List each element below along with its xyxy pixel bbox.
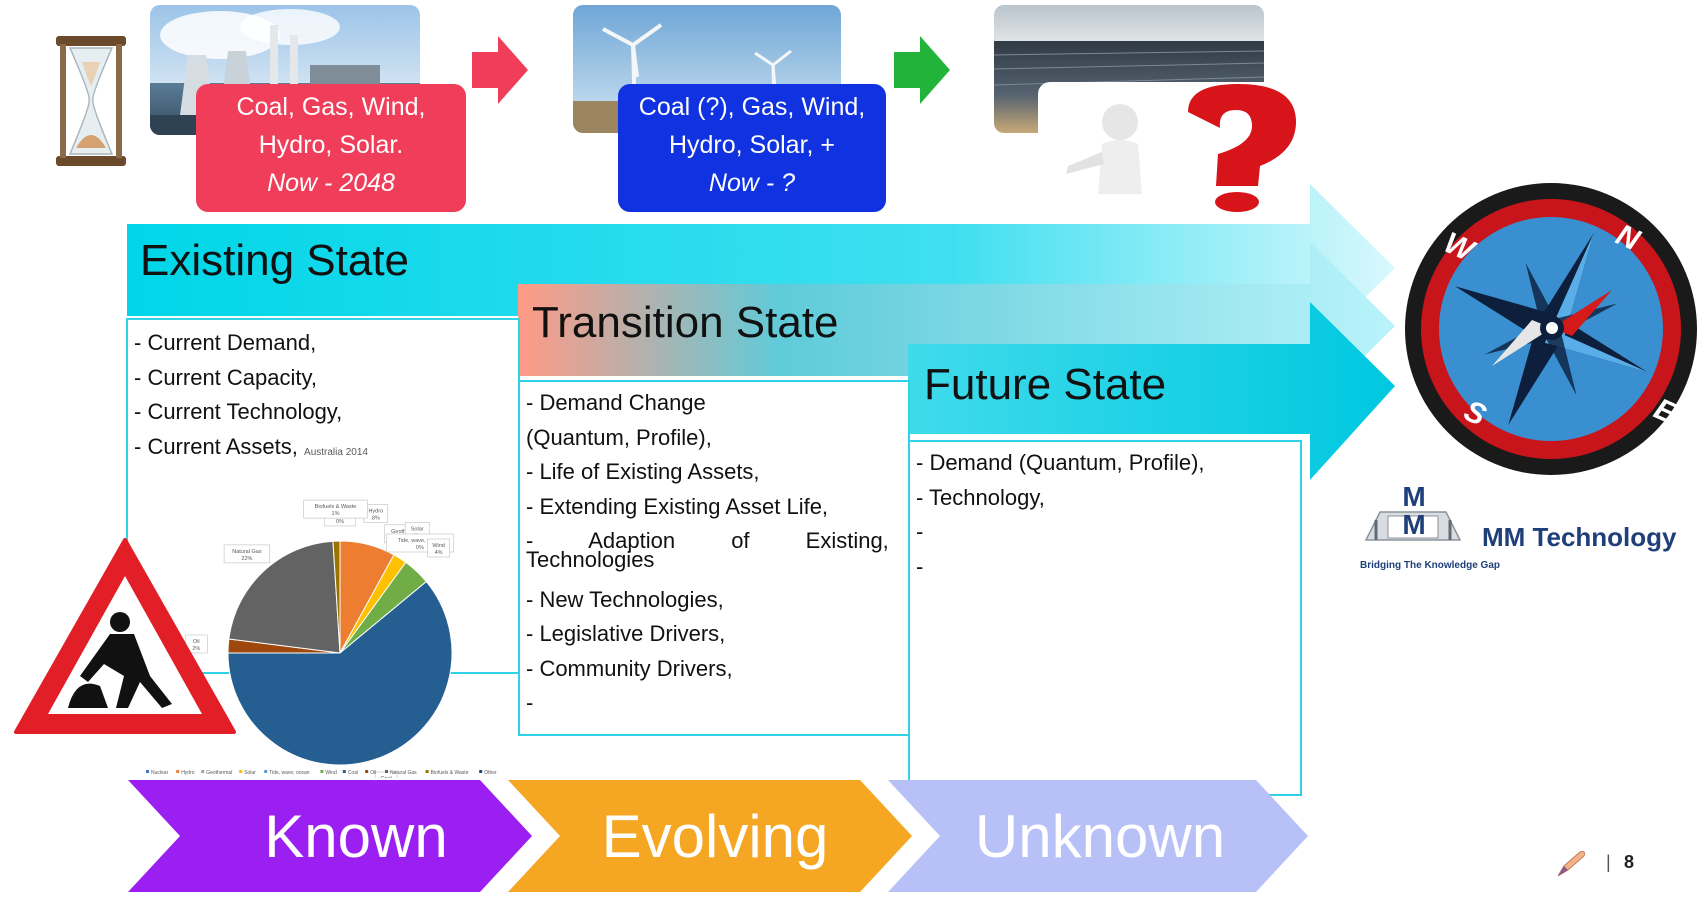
- svg-text:Natural Gas: Natural Gas: [390, 770, 417, 776]
- pie-slice: [227, 580, 453, 766]
- svg-text:Biofuels & Waste: Biofuels & Waste: [315, 504, 357, 510]
- legend-item: Biofuels & Waste: [425, 770, 469, 776]
- chevron-evolving: Evolving: [601, 802, 829, 870]
- list-item: -: [526, 690, 534, 715]
- list-item: - Life of Existing Assets,: [526, 459, 760, 484]
- svg-text:Tide, wave, ocean: Tide, wave, ocean: [269, 770, 310, 776]
- pen-icon: [1554, 848, 1588, 880]
- list-item: - New Technologies,: [526, 586, 724, 612]
- svg-text:22%: 22%: [241, 556, 252, 562]
- legend-item: Wind: [320, 770, 337, 776]
- logo-letter-top: M: [1402, 481, 1426, 512]
- list-item: - Current Demand,: [134, 330, 317, 355]
- arrow-right-icon: [894, 36, 950, 104]
- logo-letter-bottom: M: [1402, 509, 1426, 540]
- road-work-sign-icon: [12, 536, 238, 738]
- logo-name: MM Technology: [1482, 522, 1677, 552]
- svg-text:Oil: Oil: [370, 770, 376, 776]
- list-item: - Community Drivers,: [526, 655, 733, 681]
- logo-tagline: Bridging The Knowledge Gap: [1360, 560, 1500, 571]
- svg-text:Geothermal: Geothermal: [206, 770, 232, 776]
- list-item: - Current Assets,: [134, 433, 298, 459]
- future-state-title: Future State: [924, 360, 1167, 409]
- legend-item: Solar: [239, 770, 256, 776]
- list-item: (Quantum, Profile),: [526, 424, 712, 450]
- svg-text:8%: 8%: [372, 516, 380, 522]
- list-item: - Current Technology,: [134, 399, 343, 424]
- chevron-known: Known: [264, 802, 448, 870]
- question-mark-figure-icon: [1038, 82, 1298, 214]
- transition-state-box: - Demand Change (Quantum, Profile), - Li…: [518, 380, 910, 736]
- svg-text:Natural Gas: Natural Gas: [232, 549, 262, 555]
- pie-chart: Australia 2014 Nuclear0%Hydro8%Geotherma…: [140, 438, 530, 791]
- svg-text:0%: 0%: [336, 519, 344, 525]
- list-item: -: [916, 519, 924, 544]
- svg-text:Hydro: Hydro: [181, 770, 195, 776]
- svg-text:4%: 4%: [435, 550, 443, 556]
- page-separator: |: [1606, 852, 1611, 872]
- legend-item: Oil: [365, 770, 376, 776]
- callout-timeframe: Now - 2048: [267, 169, 395, 197]
- list-item: - Extending Existing Asset Life,: [526, 493, 829, 519]
- legend-item: Other: [479, 770, 497, 776]
- svg-text:0%: 0%: [416, 545, 424, 551]
- existing-state-title: Existing State: [140, 236, 410, 285]
- transition-callout: Coal (?), Gas, Wind, Hydro, Solar, + Now…: [618, 84, 886, 212]
- list-item: - Technology,: [916, 484, 1045, 510]
- legend-item: Nuclear: [146, 770, 169, 776]
- svg-text:Oil: Oil: [193, 639, 200, 645]
- list-item: - Legislative Drivers,: [526, 621, 726, 646]
- callout-line: Hydro, Solar, +: [668, 131, 836, 159]
- callout-line: Coal (?), Gas, Wind,: [638, 93, 866, 121]
- legend-item: Hydro: [176, 770, 195, 776]
- chart-title: Australia 2014: [304, 447, 368, 458]
- callout-line: Hydro, Solar.: [258, 131, 404, 159]
- legend-item: Natural Gas: [385, 770, 417, 776]
- chevron-unknown: Unknown: [974, 802, 1226, 870]
- list-item: - Demand (Quantum, Profile),: [916, 450, 1205, 475]
- svg-text:Wind: Wind: [325, 770, 337, 776]
- chevron-shapes: [128, 780, 1308, 892]
- pie-slice: [228, 540, 341, 654]
- svg-text:Coal: Coal: [348, 770, 358, 776]
- svg-text:Tide, wave, ocean: Tide, wave, ocean: [398, 538, 442, 544]
- svg-text:Solar: Solar: [244, 770, 256, 776]
- future-state-box: - Demand (Quantum, Profile), - Technolog…: [908, 440, 1302, 796]
- hourglass-icon: [52, 36, 130, 166]
- transition-state-title: Transition State: [532, 298, 839, 347]
- list-item: - Current Capacity,: [134, 364, 317, 390]
- legend-item: Coal: [342, 770, 358, 776]
- mm-technology-logo: M M MM Technology Bridging The Knowledge…: [1358, 482, 1698, 578]
- arrow-right-icon: [472, 36, 528, 104]
- list-item: Technologies: [526, 546, 655, 572]
- existing-callout: Coal, Gas, Wind, Hydro, Solar. Now - 204…: [196, 84, 466, 212]
- callout-timeframe: Now - ?: [708, 169, 796, 197]
- page-number: 8: [1624, 852, 1635, 872]
- pie-chart-svg: Australia 2014 Nuclear0%Hydro8%Geotherma…: [146, 447, 497, 791]
- svg-text:Biofuels & Waste: Biofuels & Waste: [431, 770, 469, 776]
- svg-text:2%: 2%: [192, 646, 200, 652]
- legend-item: Geothermal: [201, 770, 232, 776]
- svg-text:Wind: Wind: [432, 543, 445, 549]
- list-item: - Demand Change: [526, 390, 706, 415]
- list-item: -: [916, 553, 924, 579]
- svg-text:Hydro: Hydro: [368, 509, 383, 515]
- svg-text:Coal: Coal: [380, 776, 391, 778]
- svg-text:1%: 1%: [332, 511, 340, 517]
- pie-slice: [332, 540, 341, 654]
- list-item: - Adaption of Existing,: [526, 528, 889, 553]
- svg-text:Other: Other: [484, 770, 497, 776]
- callout-line: Coal, Gas, Wind,: [236, 93, 426, 121]
- compass-icon: N E S W: [1402, 180, 1700, 478]
- progress-chevrons: Known Evolving Unknown: [128, 780, 1308, 892]
- svg-text:Solar: Solar: [411, 526, 424, 532]
- legend-item: Tide, wave, ocean: [264, 770, 310, 776]
- svg-text:Nuclear: Nuclear: [151, 770, 169, 776]
